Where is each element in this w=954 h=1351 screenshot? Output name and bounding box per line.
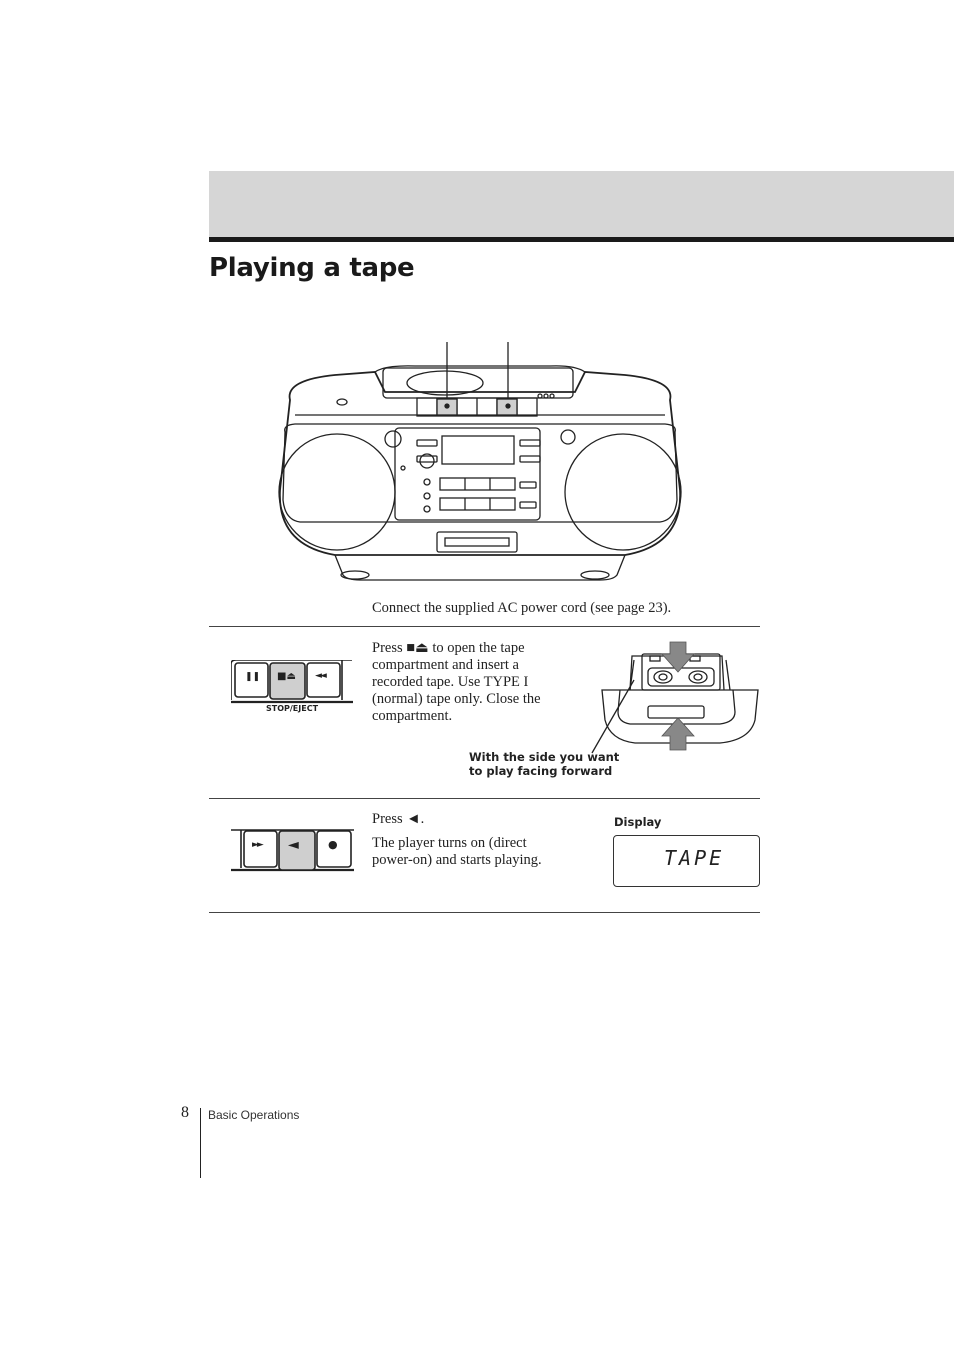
callout-text: With the side you want to play facing fo… [469,750,619,778]
stop-eject-button-panel: ❚❚ ■⏏ ◄◄ STOP/EJECT [231,660,356,720]
record-icon: ● [328,838,338,851]
cassette-compartment-illustration [591,641,759,754]
stop-eject-label: STOP/EJECT [266,704,319,713]
step2-line: (normal) tape only. Close the [372,691,541,707]
divider [209,626,760,627]
header-band [209,171,954,237]
step3-description: The player turns on (direct power-on) an… [372,835,592,869]
fast-forward-icon: ►► [252,840,264,850]
play-icon: ◄ [288,837,299,853]
step2-instructions: Press ■⏏ to open the tape compartment an… [372,640,572,725]
boombox-illustration [278,342,682,581]
footer-divider [200,1108,201,1178]
play-button-panel: ►► ◄ ● [231,828,356,873]
rewind-icon: ◄◄ [315,671,327,681]
step3-line: power-on) and starts playing. [372,852,542,868]
lcd-display: TAPE [613,835,760,887]
pause-icon: ❚❚ [245,672,261,682]
page-number: 8 [181,1104,189,1121]
step3-line: The player turns on (direct [372,835,527,851]
callout-line: With the side you want [469,750,620,764]
callout-line: to play facing forward [469,764,613,778]
divider [209,912,760,913]
header-rule [209,237,954,242]
divider [209,798,760,799]
display-label: Display [614,815,662,829]
lcd-display-value: TAPE [664,846,725,870]
step2-line: Press ■⏏ to open the tape [372,640,525,656]
step2-line: recorded tape. Use TYPE I [372,674,529,690]
step2-line: compartment. [372,708,453,724]
step1-text: Connect the supplied AC power cord (see … [372,600,672,616]
footer-section: Basic Operations [208,1108,300,1122]
page-title: Playing a tape [209,253,415,283]
step2-line: compartment and insert a [372,657,519,673]
step3-press-text: Press ◄. [372,811,425,827]
stop-eject-icon: ■⏏ [277,671,296,682]
